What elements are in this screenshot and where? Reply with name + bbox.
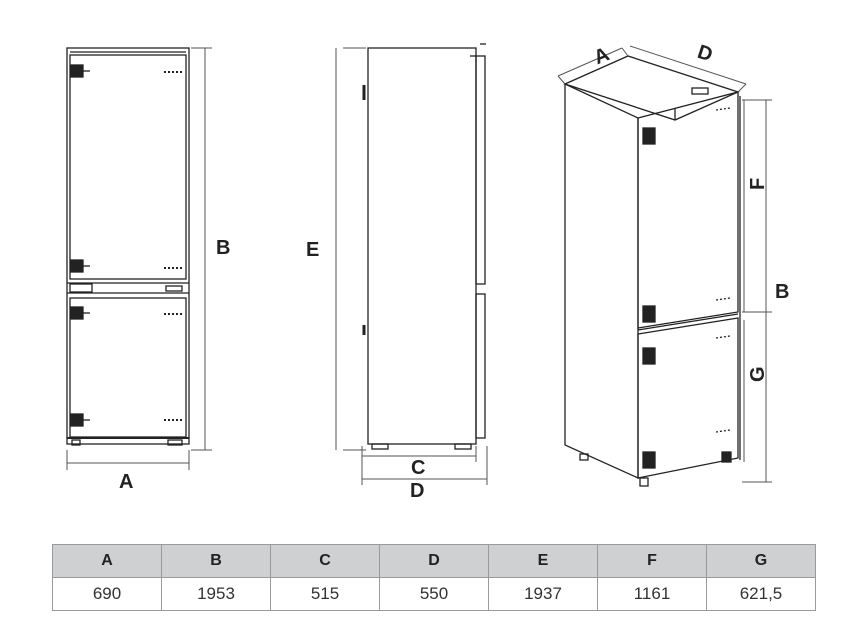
front-dimensions xyxy=(66,47,212,470)
table-row: 690 1953 515 550 1937 1161 621,5 xyxy=(52,577,816,611)
table-header: G xyxy=(706,544,816,578)
iso-height-label: B xyxy=(775,281,789,303)
table-header: C xyxy=(270,544,380,578)
table-header-row: A B C D E F G xyxy=(52,544,816,578)
table-header: E xyxy=(488,544,598,578)
dimensions-table: A B C D E F G 690 1953 515 550 1937 1161… xyxy=(52,544,816,611)
table-cell: 690 xyxy=(52,577,162,611)
iso-freezer-label: G xyxy=(747,366,769,382)
table-cell: 515 xyxy=(270,577,380,611)
iso-view xyxy=(563,55,741,487)
table-cell: 550 xyxy=(379,577,489,611)
table-header: B xyxy=(161,544,271,578)
iso-fridge-label: F xyxy=(747,178,769,190)
table-cell: 621,5 xyxy=(706,577,816,611)
side-depth-c-label: C xyxy=(411,457,425,479)
dimension-drawing: A B E C D xyxy=(66,41,789,502)
side-dimensions xyxy=(335,47,488,485)
side-height-label: E xyxy=(306,239,319,261)
side-view xyxy=(362,43,486,450)
table-cell: 1937 xyxy=(488,577,598,611)
iso-width-label: A xyxy=(591,43,613,69)
side-depth-d-label: D xyxy=(410,480,424,502)
iso-depth-label: D xyxy=(695,41,716,66)
front-width-label: A xyxy=(119,471,133,493)
table-cell: 1161 xyxy=(597,577,707,611)
table-header: A xyxy=(52,544,162,578)
table-header: F xyxy=(597,544,707,578)
front-height-label: B xyxy=(216,237,230,259)
iso-dimensions xyxy=(557,45,772,483)
table-header: D xyxy=(379,544,489,578)
front-view xyxy=(66,47,190,446)
table-cell: 1953 xyxy=(161,577,271,611)
